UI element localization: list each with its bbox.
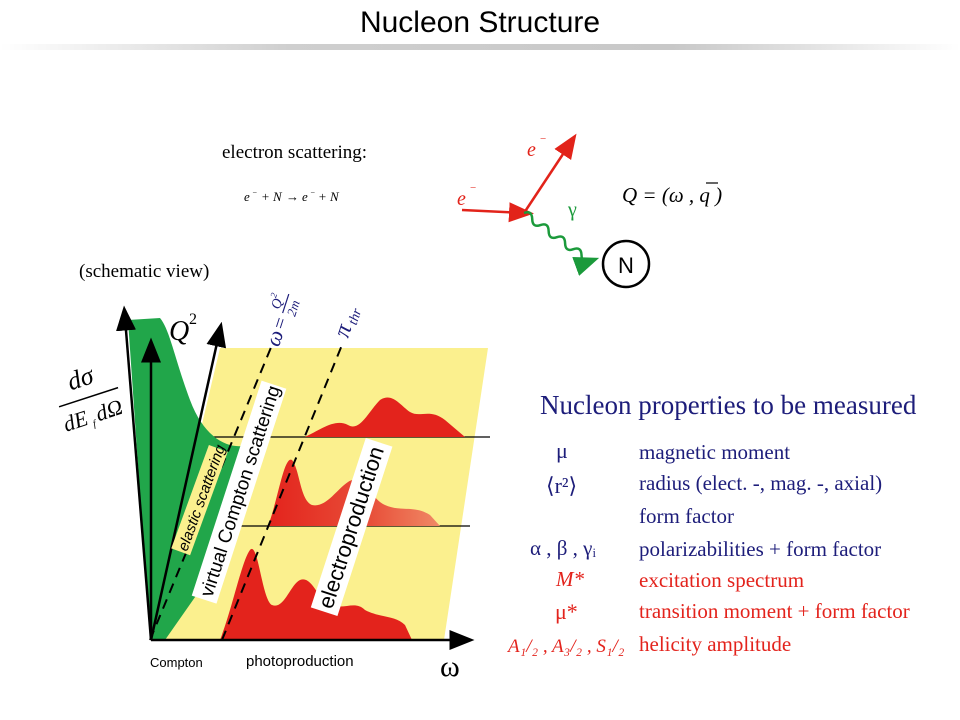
reaction-equation: e − + N → e − + N [244, 188, 340, 204]
title-divider [0, 44, 960, 50]
electron-out-minus: − [540, 133, 546, 145]
virtual-compton-label-background [191, 380, 287, 604]
schematic-view-label: (schematic view) [79, 261, 209, 282]
pion-subscript: thr [346, 306, 365, 327]
property-text-2: form factor [639, 504, 734, 528]
property-text-5: transition moment + form factor [639, 599, 910, 623]
formula-fraction-bar [282, 293, 290, 314]
property-text-1: radius (elect. -, mag. -, axial) [639, 471, 882, 495]
q2-superscript: 2 [189, 311, 197, 328]
photoproduction-bottom-label: photoproduction [246, 653, 354, 670]
property-text-0: magnetic moment [639, 440, 790, 464]
formula-numerator: Q [269, 297, 286, 311]
four-momentum-label: Q = (ω , q ) [622, 183, 722, 207]
cross-section-den-sub: f [92, 418, 99, 430]
nucleon-circle [601, 239, 651, 289]
cross-section-label: dσ dE f dΩ [58, 360, 126, 437]
virtual-photon-line [523, 211, 600, 276]
incoming-electron-arrow [461, 202, 534, 223]
q2-axis [149, 321, 227, 641]
scattering-diagram: N e − e − γ Q = (ω , q ) [457, 133, 722, 289]
electron-out-label: e [527, 139, 536, 161]
q2-label: Q [169, 316, 189, 347]
properties-heading: Nucleon properties to be measured [540, 390, 917, 420]
properties-list: μ magnetic moment ⟨r²⟩ radius (elect. -,… [506, 438, 910, 657]
pion-threshold-line [221, 344, 343, 641]
pion-threshold-label: π thr [329, 306, 365, 340]
outgoing-electron-arrow [522, 133, 577, 214]
omega-axis-label: ω [440, 650, 460, 683]
property-symbol-3: α , β , γᵢ [530, 536, 596, 560]
reaction-minus-2: − [310, 188, 315, 197]
property-symbol-5: μ* [555, 599, 578, 624]
cross-section-den-rest: dΩ [92, 394, 125, 426]
spectrum-top [305, 397, 465, 437]
reaction-plus-n: + N [261, 189, 283, 204]
cross-section-axis [116, 305, 153, 641]
reaction-minus-1: − [252, 188, 257, 197]
reaction-arrow-icon: → [286, 189, 299, 204]
reaction-electron-in: e [244, 189, 250, 204]
electron-scattering-label: electron scattering: [222, 142, 367, 163]
formula-denominator: 2m [284, 298, 303, 318]
formula-omega: ω [260, 327, 289, 350]
electroproduction-label-background [310, 438, 393, 616]
property-text-4: excitation spectrum [639, 568, 804, 592]
nucleon-label: N [618, 253, 634, 278]
elastic-label-background [171, 445, 228, 556]
property-symbol-1: ⟨r²⟩ [546, 473, 577, 498]
compton-threshold-formula: ω = Q 2 2m [260, 291, 303, 350]
slide-title: Nucleon Structure [359, 6, 601, 39]
cross-section-fraction-bar [58, 386, 119, 408]
electron-in-label: e [457, 188, 466, 210]
reaction-electron-out: e [302, 189, 308, 204]
electron-in-minus: − [470, 182, 476, 194]
formula-numerator-sup: 2 [268, 291, 279, 299]
photon-label: γ [567, 199, 577, 221]
property-symbol-0: μ [556, 438, 568, 463]
cross-section-denominator: dE [60, 405, 92, 437]
cross-section-numerator: dσ [63, 360, 98, 396]
property-text-3: polarizabilities + form factor [639, 537, 881, 561]
property-symbol-6: A₁/₂ , A₃/₂ , S₁/₂ [506, 636, 625, 657]
property-text-6: helicity amplitude [639, 632, 791, 656]
property-symbol-4: M* [555, 567, 584, 591]
reaction-plus-n-out: + N [318, 189, 340, 204]
compton-bottom-label: Compton [150, 655, 203, 670]
